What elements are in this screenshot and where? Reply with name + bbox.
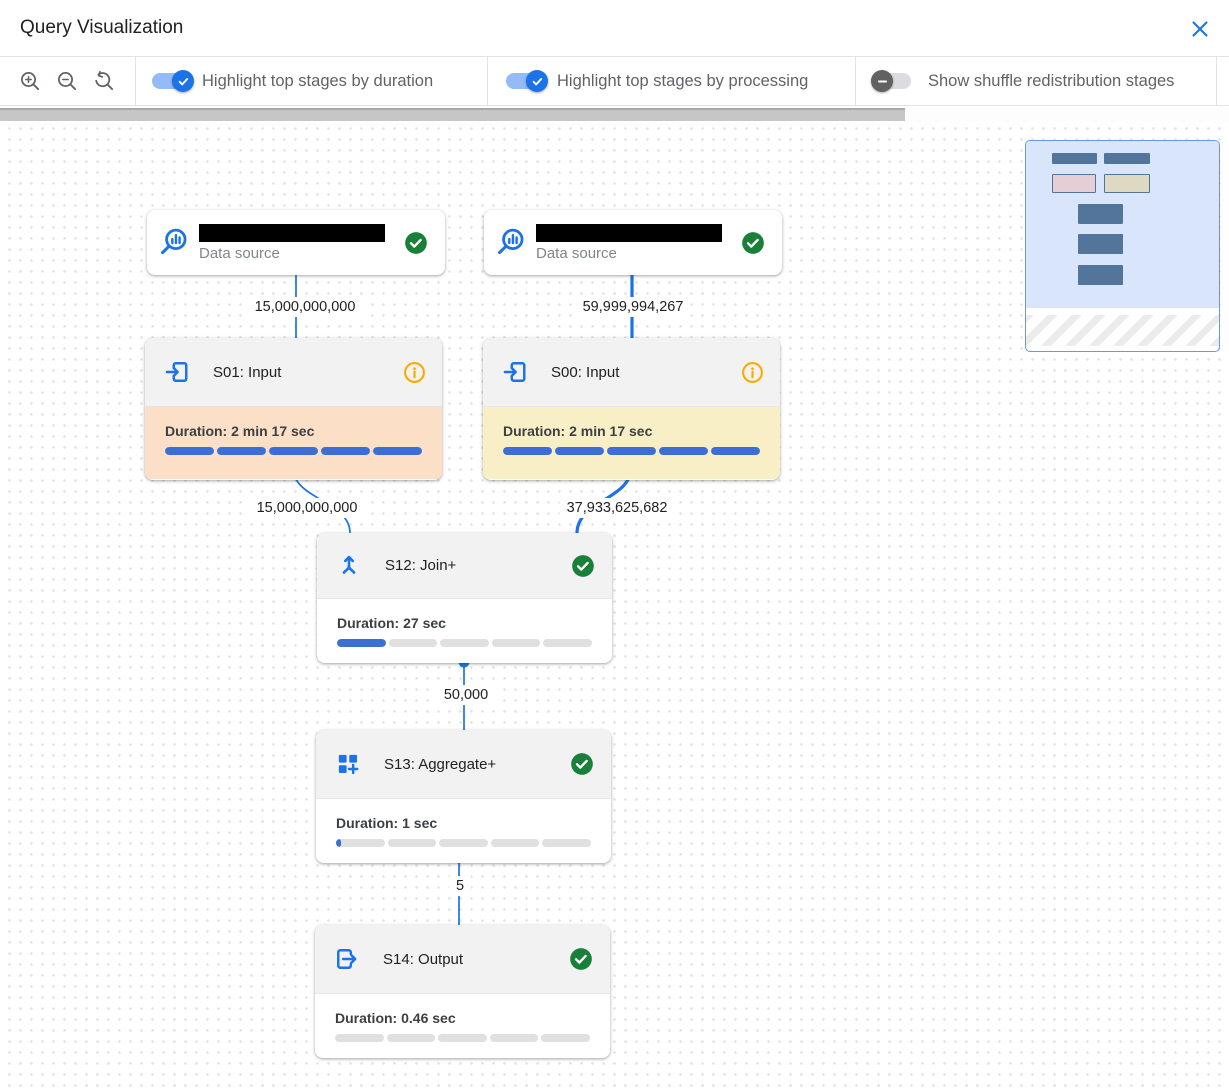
stage-title: S01: Input [213, 363, 282, 381]
join-icon [342, 555, 356, 574]
check-icon [532, 77, 542, 85]
success-check-icon [742, 231, 764, 254]
stage-progress-bar [336, 839, 591, 847]
edge-row-count: 5 [448, 876, 472, 896]
stage-duration: Duration: 2 min 17 sec [165, 423, 315, 439]
minimap-node [1052, 153, 1097, 164]
redacted-table-name [199, 223, 385, 242]
minimap-node [1078, 234, 1123, 254]
dash-icon [877, 80, 887, 82]
close-button[interactable] [1185, 14, 1215, 44]
zoom-in-button[interactable] [16, 67, 46, 97]
minimap-node [1078, 265, 1123, 285]
toolbar-divider [135, 57, 136, 105]
info-icon[interactable] [403, 361, 426, 384]
toggle-highlight-processing[interactable] [504, 70, 548, 92]
stage-title: S00: Input [551, 363, 620, 381]
minimap-node [1104, 153, 1150, 164]
success-check-icon [572, 554, 594, 577]
aggregate-icon [338, 754, 359, 775]
toolbar-divider [487, 57, 488, 105]
node-s14-output[interactable]: S14: Output Duration: 0.46 sec [315, 925, 610, 1058]
node-s01-input[interactable]: S01: Input Duration: 2 min 17 sec [145, 338, 442, 480]
edge-row-count: 15,000,000,000 [249, 498, 365, 518]
data-source-label: Data source [199, 244, 280, 262]
toggle-highlight-duration-label: Highlight top stages by duration [202, 72, 434, 90]
toolbar-divider [1216, 57, 1217, 105]
toggle-highlight-duration[interactable] [150, 70, 194, 92]
minimap[interactable] [1025, 140, 1220, 352]
stage-title: S13: Aggregate+ [384, 755, 497, 773]
horizontal-scrollbar-track [0, 107, 1229, 122]
redacted-table-name [536, 223, 722, 242]
horizontal-scrollbar-thumb[interactable] [0, 108, 905, 121]
page-title: Query Visualization [20, 17, 184, 38]
data-source-icon [161, 228, 187, 254]
success-check-icon [405, 231, 427, 254]
minimap-node-processing-highlight [1104, 174, 1150, 193]
zoom-reset-button[interactable] [90, 67, 120, 97]
data-source-label: Data source [536, 244, 617, 262]
edge-row-count: 15,000,000,000 [247, 297, 363, 317]
input-icon [503, 362, 526, 382]
stage-duration: Duration: 2 min 17 sec [503, 423, 653, 439]
output-icon [337, 949, 357, 969]
info-icon[interactable] [741, 361, 764, 384]
stage-progress-bar [503, 447, 760, 455]
edge-row-count: 37,933,625,682 [559, 498, 675, 518]
dialog-header: Query Visualization [0, 0, 1229, 57]
stage-title: S12: Join+ [385, 557, 457, 574]
success-check-icon [570, 948, 592, 970]
minimap-node [1078, 204, 1123, 224]
toggle-show-shuffle[interactable] [871, 70, 915, 92]
toggle-show-shuffle-label: Show shuffle redistribution stages [928, 72, 1175, 90]
zoom-out-button[interactable] [53, 67, 83, 97]
success-check-icon [571, 753, 593, 775]
stage-title: S14: Output [383, 950, 464, 968]
check-icon [178, 77, 188, 85]
close-icon [1192, 21, 1208, 37]
node-s13-aggregate[interactable]: S13: Aggregate+ Duration: 1 sec [316, 730, 611, 863]
stage-duration: Duration: 1 sec [336, 815, 438, 831]
zoom-in-icon [21, 72, 40, 91]
stage-progress-bar [337, 639, 592, 647]
graph-canvas[interactable]: 15,000,000,000 59,999,994,267 15,000,000… [0, 107, 1229, 1090]
edge-row-count: 59,999,994,267 [575, 297, 691, 317]
input-icon [165, 362, 188, 382]
toggle-highlight-processing-label: Highlight top stages by processing [557, 72, 809, 90]
zoom-out-icon [58, 72, 77, 91]
edge-row-count: 50,000 [436, 685, 496, 705]
zoom-reset-icon [95, 70, 114, 91]
stage-duration: Duration: 0.46 sec [335, 1010, 456, 1026]
node-s00-input[interactable]: S00: Input Duration: 2 min 17 sec [483, 338, 780, 480]
node-data-source-2[interactable]: Data source [484, 210, 782, 275]
node-s12-join[interactable]: S12: Join+ Duration: 27 sec [317, 533, 612, 663]
node-data-source-1[interactable]: Data source [147, 210, 445, 275]
stage-duration: Duration: 27 sec [337, 615, 446, 631]
minimap-outside-area [1026, 315, 1219, 346]
toolbar-divider [855, 57, 856, 105]
minimap-node-duration-highlight [1052, 174, 1096, 193]
data-source-icon [498, 228, 524, 254]
stage-progress-bar [165, 447, 422, 455]
stage-progress-bar [335, 1034, 590, 1042]
toolbar: Highlight top stages by duration Highlig… [0, 57, 1229, 106]
